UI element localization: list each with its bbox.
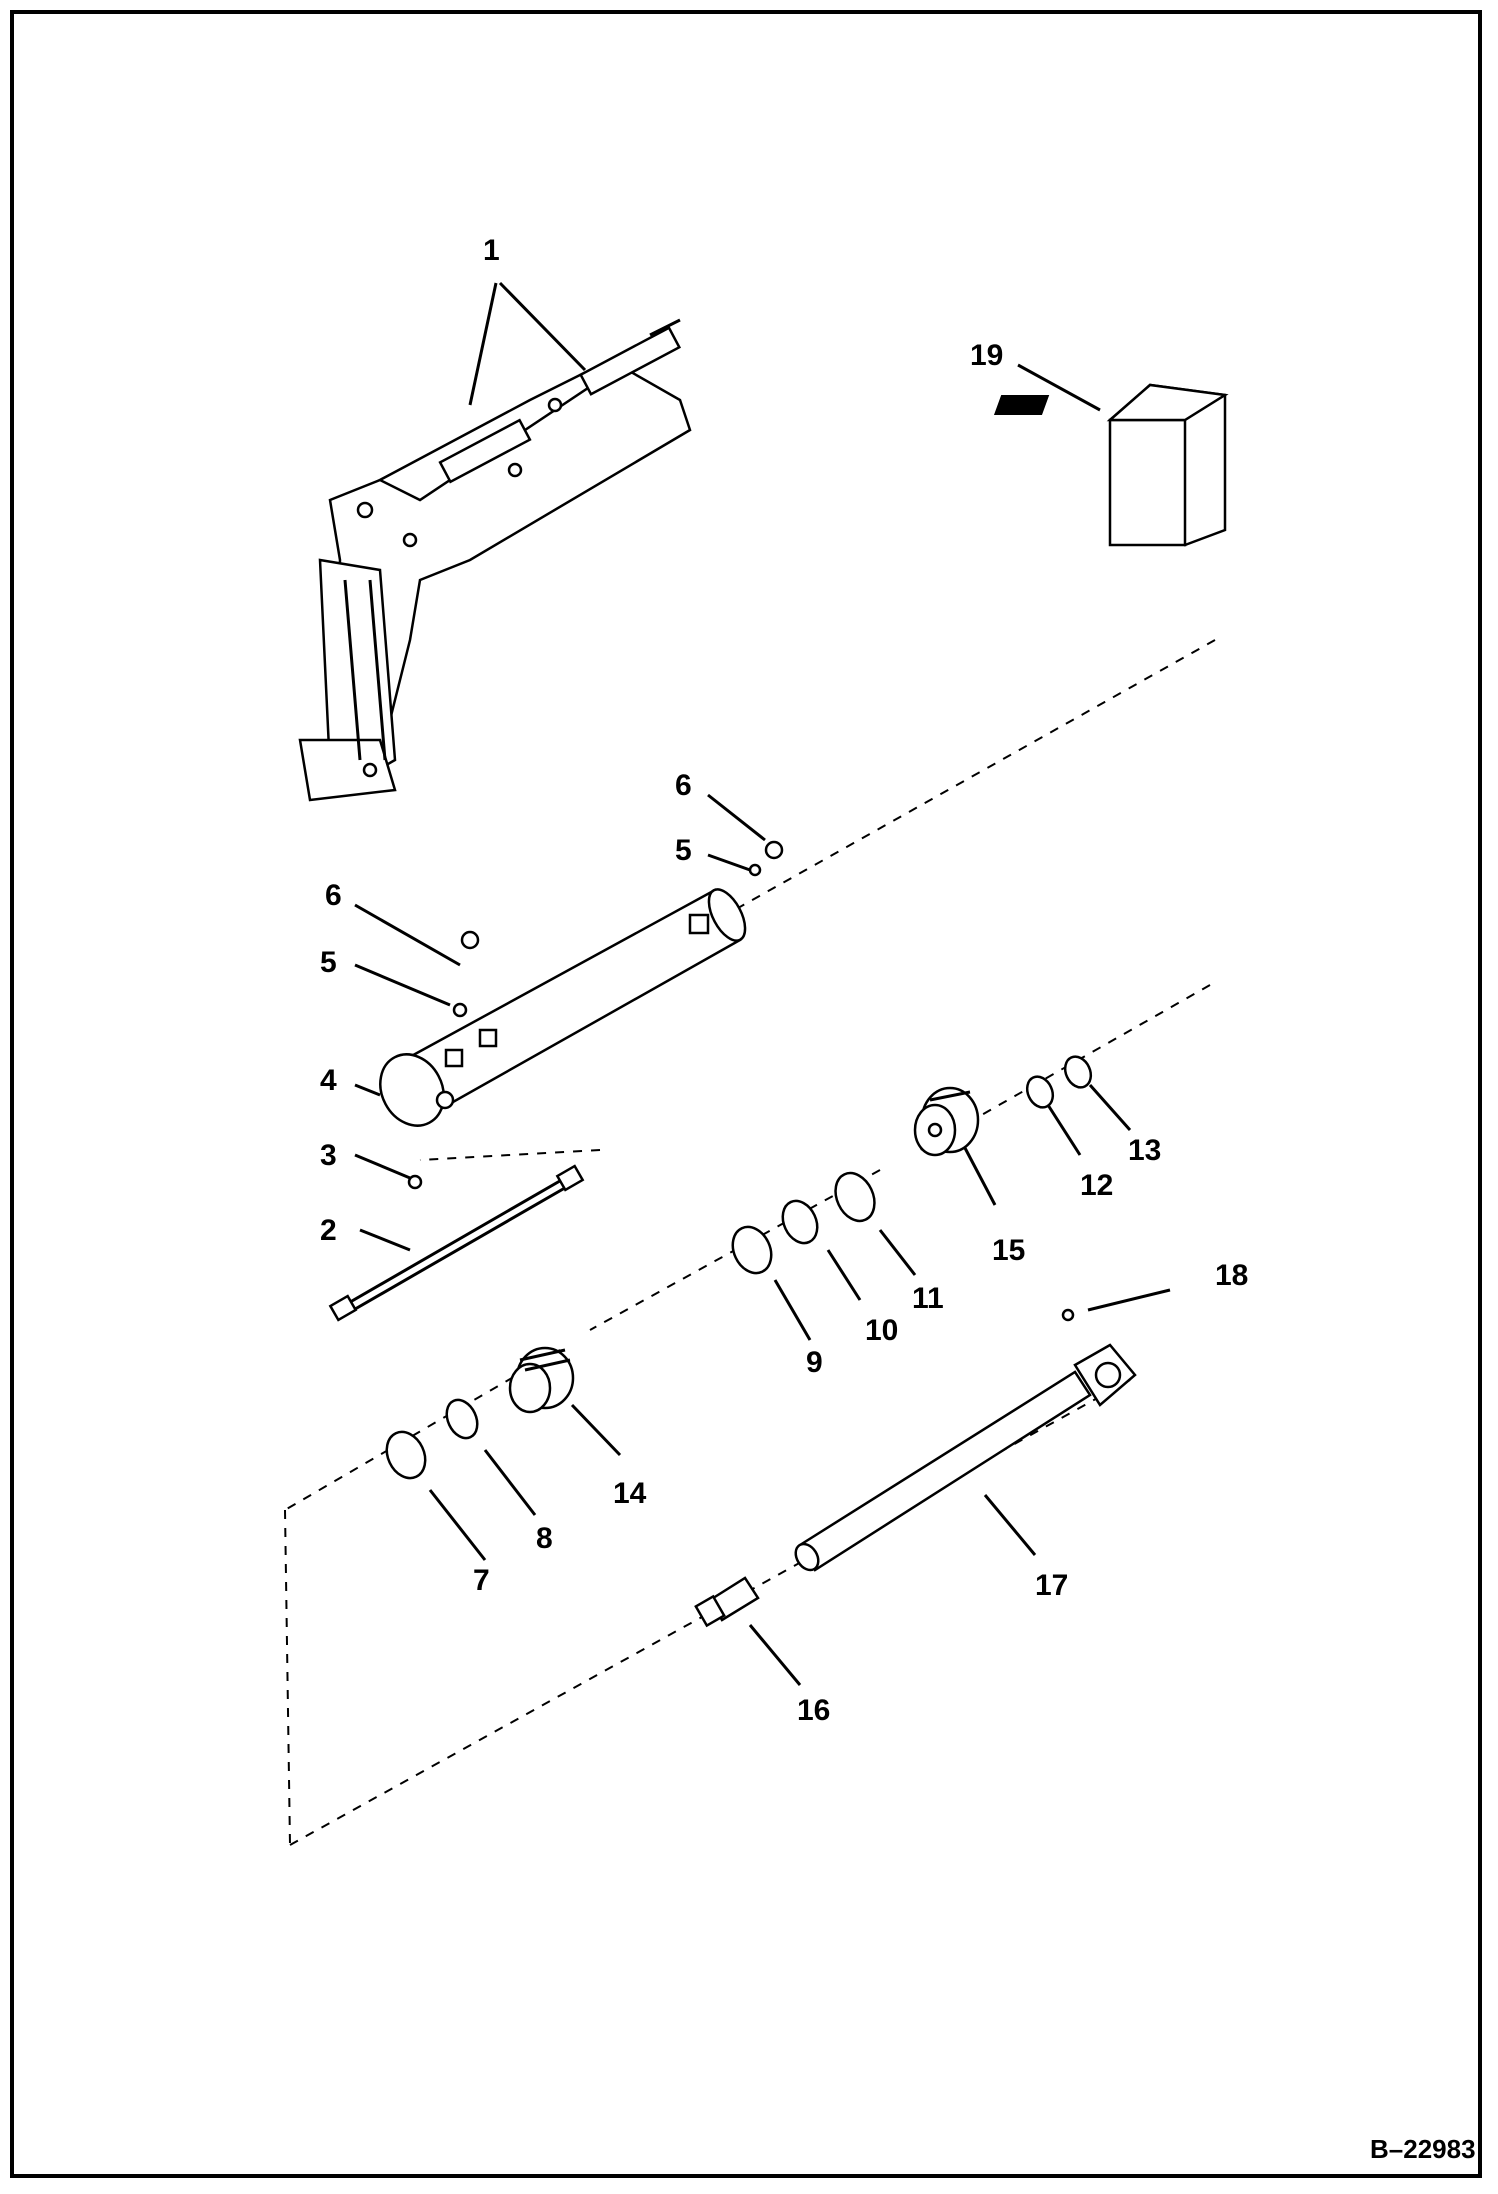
bolt [694, 1576, 760, 1628]
callout-7: 7 [473, 1564, 490, 1597]
piston-14 [508, 1346, 575, 1414]
callout-19: 19 [970, 339, 1003, 372]
seal-kit-box [993, 363, 1229, 547]
piston-15 [913, 1086, 980, 1157]
callout-6-right: 6 [675, 769, 692, 802]
callout-6-left: 6 [325, 879, 342, 912]
callout-4: 4 [320, 1064, 337, 1097]
callout-11: 11 [912, 1282, 944, 1315]
callout-5-right: 5 [675, 834, 692, 867]
drawing-number: B–22983 [1370, 2134, 1476, 2164]
callout-leader-1 [468, 281, 587, 406]
callout-18: 18 [1215, 1259, 1248, 1292]
callout-12: 12 [1080, 1169, 1113, 1202]
callout-9: 9 [806, 1346, 823, 1379]
callout-16: 16 [797, 1694, 830, 1727]
callout-14: 14 [613, 1477, 647, 1510]
seal-rings [385, 1055, 1093, 1480]
callout-5-left: 5 [320, 946, 337, 979]
piston-rod [794, 1308, 1137, 1572]
callout-10: 10 [865, 1314, 898, 1347]
callout-13: 13 [1128, 1134, 1161, 1167]
leader-lines [354, 793, 1171, 1686]
boom-arm-assembly [298, 318, 692, 802]
callout-17: 17 [1035, 1569, 1068, 1602]
callout-labels: 1 2 3 4 5 5 6 6 7 8 9 10 11 12 13 14 15 … [320, 234, 1476, 2164]
callout-1: 1 [483, 234, 500, 267]
tube-assembly [328, 1164, 585, 1322]
callout-15: 15 [992, 1234, 1025, 1267]
callout-3: 3 [320, 1139, 337, 1172]
cylinder-barrel [379, 888, 747, 1127]
callout-2: 2 [320, 1214, 337, 1247]
diagram-border [10, 10, 1482, 2178]
callout-8: 8 [536, 1522, 553, 1555]
